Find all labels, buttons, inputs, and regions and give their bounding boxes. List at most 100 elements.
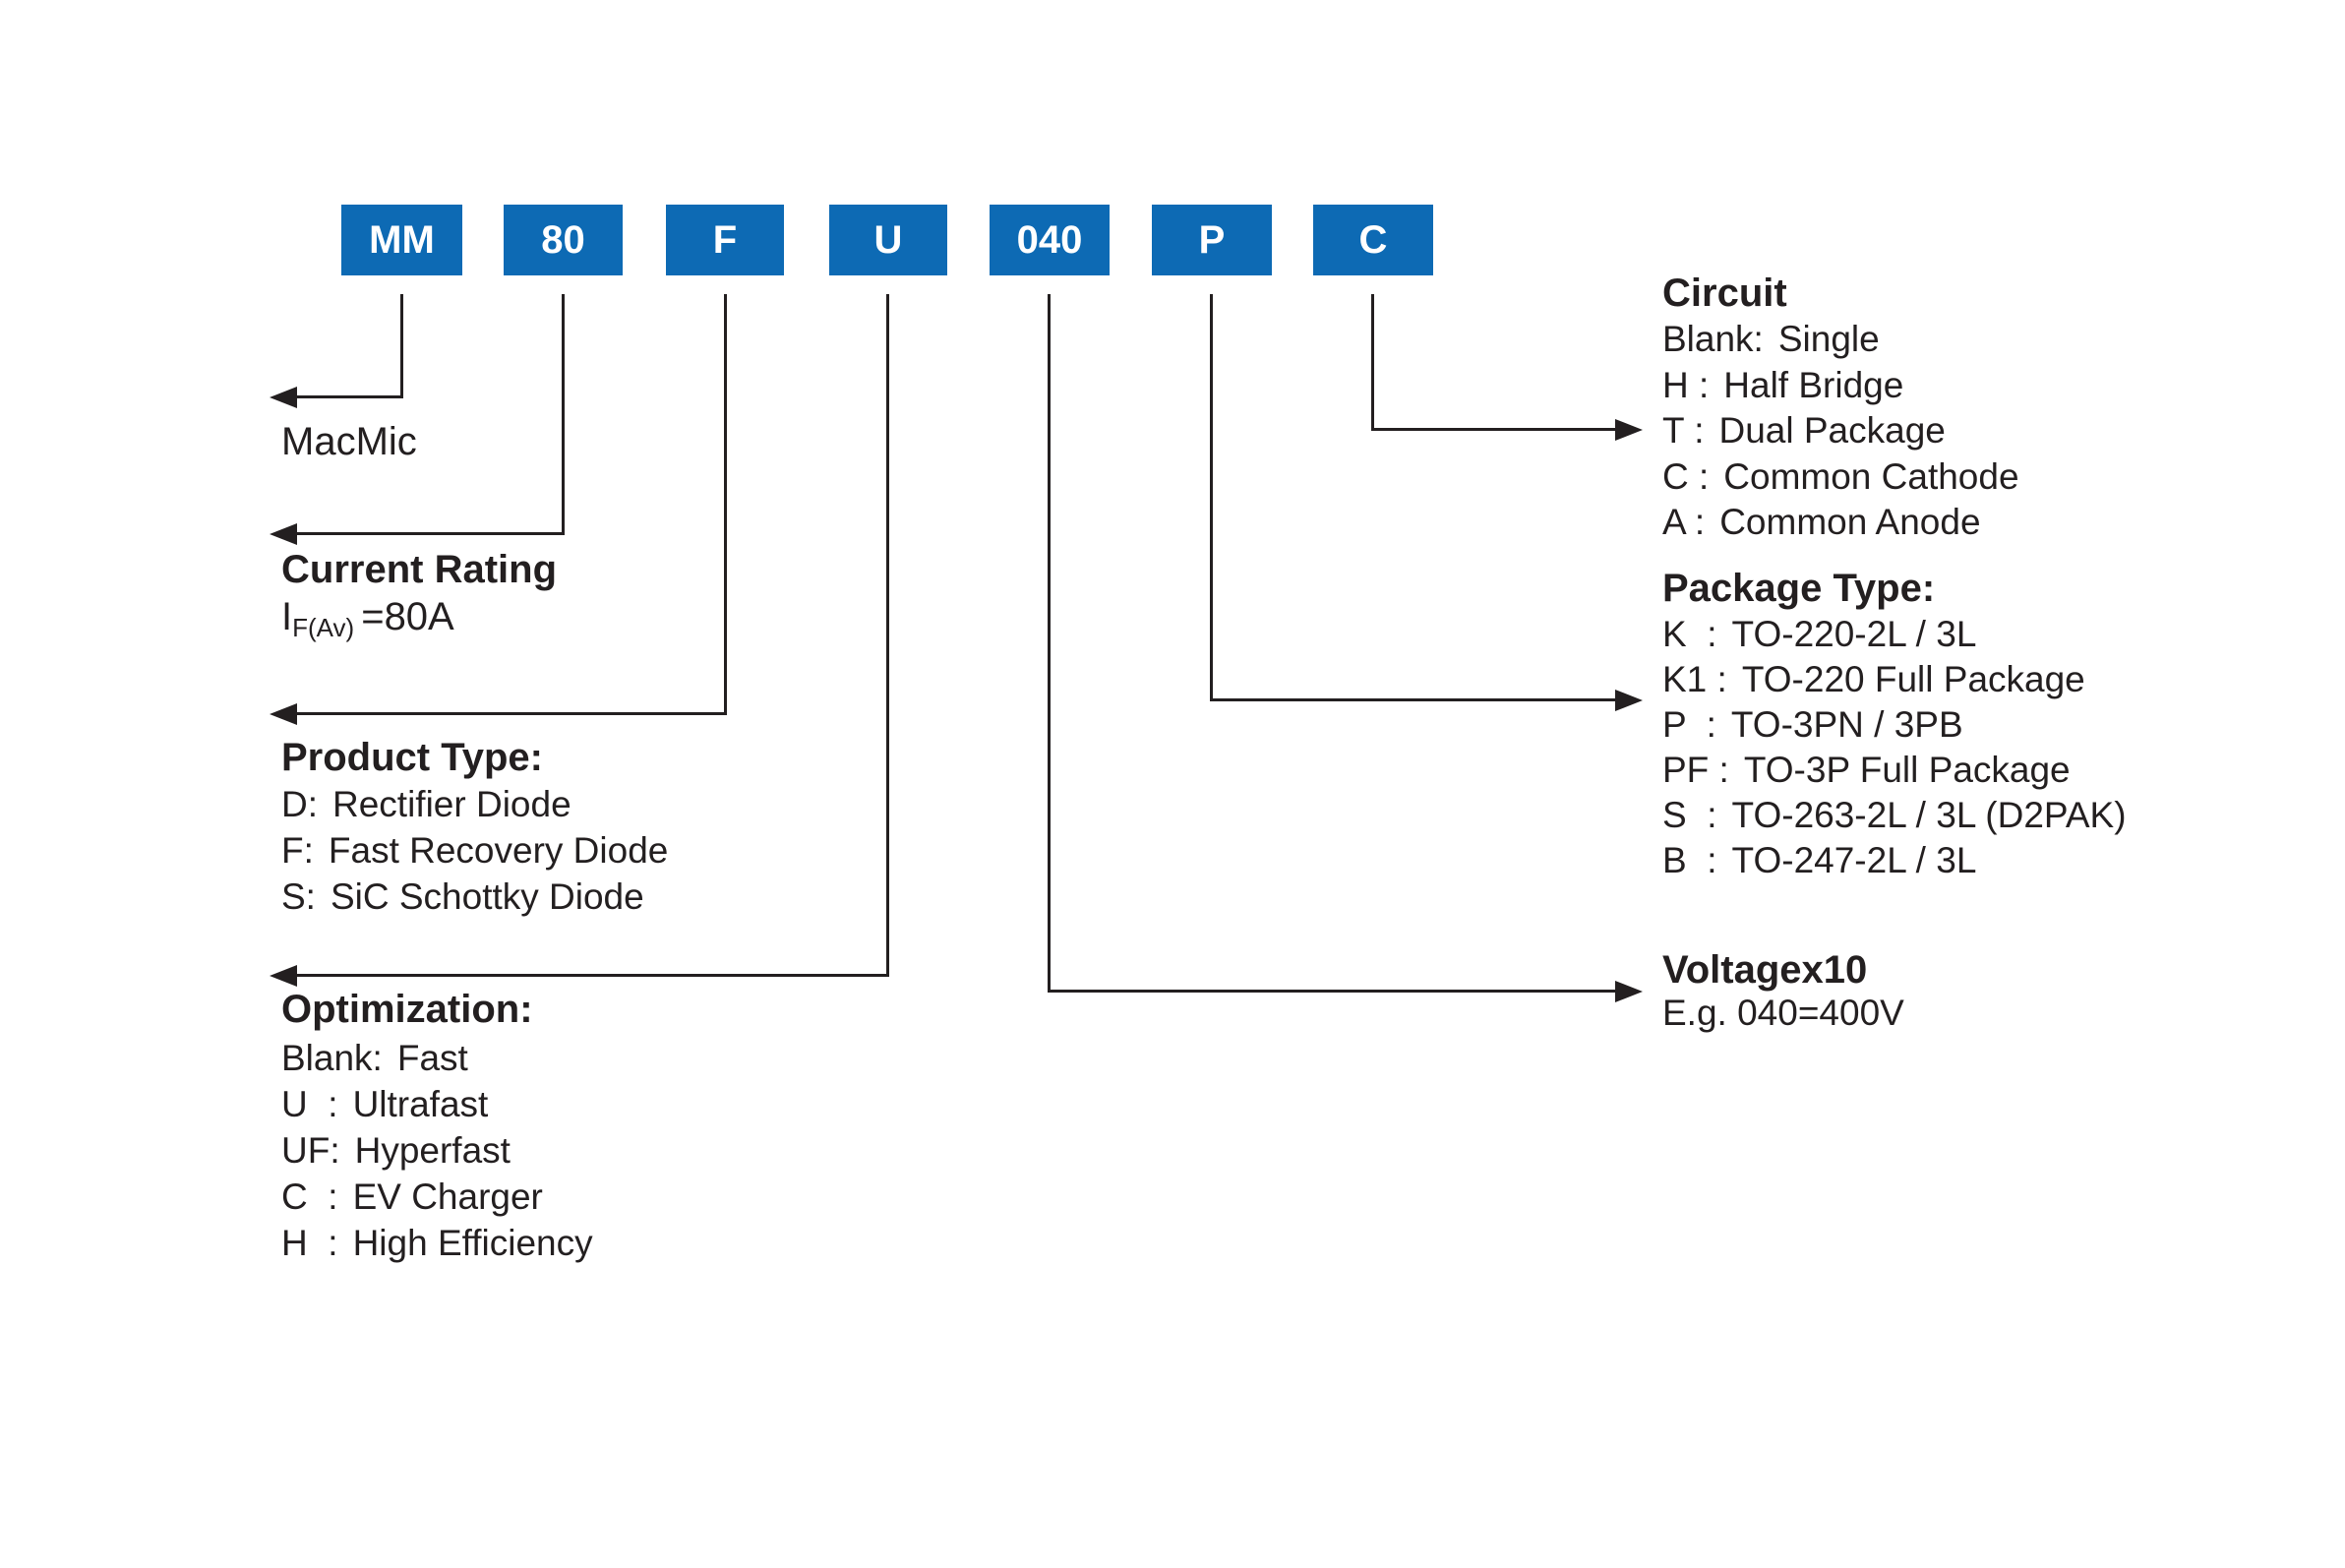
package-type-item: B : TO-247-2L / 3L	[1662, 838, 2127, 883]
item-value: Ultrafast	[352, 1084, 489, 1124]
connector-f-vertical	[724, 294, 727, 715]
item-key: K :	[1662, 614, 1717, 654]
section-current-rating: Current Rating IF(Av)=80A	[281, 547, 557, 652]
item-key: S:	[281, 876, 316, 917]
connector-80-vertical	[562, 294, 565, 535]
item-value: Single	[1777, 319, 1880, 359]
circuit-item: A : Common Anode	[1662, 500, 2019, 546]
product-type-item: F: Fast Recovery Diode	[281, 827, 668, 874]
optimization-item: U : Ultrafast	[281, 1081, 593, 1127]
arrowhead-left-mm-icon	[270, 387, 297, 408]
section-product-type: Product Type: D:Rectifier Diode F: Fast R…	[281, 735, 668, 920]
part-code-box-mm: MM	[341, 205, 462, 275]
optimization-item: Blank: Fast	[281, 1035, 593, 1081]
item-key: S :	[1662, 795, 1717, 835]
arrowhead-right-c-icon	[1615, 419, 1643, 441]
item-value: Common Cathode	[1723, 455, 2019, 497]
item-value: TO-220-2L / 3L	[1731, 614, 1977, 654]
optimization-title: Optimization:	[281, 988, 533, 1031]
item-key: T :	[1662, 410, 1705, 451]
circuit-item: T : Dual Package	[1662, 408, 2019, 454]
connector-p-vertical	[1210, 294, 1213, 701]
part-code-box-80: 80	[504, 205, 623, 275]
section-optimization: Optimization: Blank: Fast U : Ultrafast UF…	[281, 984, 593, 1266]
circuit-item: Blank: Single	[1662, 317, 2019, 363]
item-key: K1 :	[1662, 659, 1727, 699]
item-value: Hyperfast	[354, 1130, 511, 1171]
connector-p-horizontal	[1212, 698, 1617, 701]
arrowhead-right-040-icon	[1615, 981, 1643, 1002]
item-key: C :	[281, 1176, 338, 1217]
package-type-item: PF : TO-3P Full Package	[1662, 748, 2127, 793]
item-key: F:	[281, 830, 314, 871]
item-value: TO-220 Full Package	[1741, 659, 2085, 699]
item-value: Fast	[396, 1038, 468, 1078]
voltage-example: E.g. 040=400V	[1662, 993, 1904, 1033]
part-code-box-c: C	[1313, 205, 1433, 275]
connector-040-horizontal	[1050, 990, 1617, 993]
section-circuit: Circuit Blank: Single H :Half Bridge T : D…	[1662, 271, 2019, 546]
package-type-item: K : TO-220-2L / 3L	[1662, 612, 2127, 657]
optimization-item: C : EV Charger	[281, 1174, 593, 1220]
item-value: Rectifier Diode	[332, 784, 571, 824]
package-type-item: S : TO-263-2L / 3L (D2PAK)	[1662, 793, 2127, 838]
item-value: TO-263-2L / 3L (D2PAK)	[1731, 795, 2127, 835]
item-value: EV Charger	[352, 1176, 543, 1217]
circuit-item: C : Common Cathode	[1662, 454, 2019, 501]
formula-value: =80A	[361, 595, 454, 638]
optimization-item: UF: Hyperfast	[281, 1127, 593, 1174]
connector-f-horizontal	[295, 712, 727, 715]
item-key: A :	[1662, 502, 1706, 542]
item-key: H :	[281, 1223, 338, 1263]
item-value: Dual Package	[1718, 410, 1946, 451]
section-voltage: Voltagex10 E.g. 040=400V	[1662, 949, 1904, 1037]
item-key: U :	[281, 1084, 338, 1124]
part-code-box-p: P	[1152, 205, 1272, 275]
item-key: Blank:	[1662, 319, 1764, 359]
item-value: TO-3P Full Package	[1743, 750, 2071, 790]
formula-subscript: F(Av)	[292, 613, 355, 642]
package-type-item: K1 : TO-220 Full Package	[1662, 657, 2127, 702]
circuit-title: Circuit	[1662, 271, 1787, 315]
voltage-title: Voltagex10	[1662, 948, 1868, 992]
arrowhead-right-p-icon	[1615, 690, 1643, 711]
connector-u-horizontal	[295, 974, 889, 977]
part-code-box-f: F	[666, 205, 784, 275]
item-key: P :	[1662, 704, 1716, 745]
item-key: PF :	[1662, 750, 1729, 790]
connector-c-horizontal	[1373, 428, 1617, 431]
arrowhead-left-80-icon	[270, 523, 297, 545]
connector-u-vertical	[886, 294, 889, 977]
optimization-item: H :High Efficiency	[281, 1220, 593, 1266]
part-code-box-040: 040	[990, 205, 1110, 275]
package-type-title: Package Type:	[1662, 567, 1936, 610]
connector-mm-horizontal	[295, 395, 403, 398]
arrowhead-left-u-icon	[270, 965, 297, 987]
item-key: C :	[1662, 455, 1710, 497]
product-type-title: Product Type:	[281, 736, 543, 779]
part-code-box-u: U	[829, 205, 947, 275]
connector-c-vertical	[1371, 294, 1374, 431]
product-type-item: D:Rectifier Diode	[281, 781, 668, 827]
brand-label: MacMic	[281, 420, 417, 463]
connector-040-vertical	[1048, 294, 1051, 993]
current-rating-title: Current Rating	[281, 548, 557, 591]
item-value: SiC Schottky Diode	[330, 876, 644, 917]
item-value: Common Anode	[1719, 502, 1981, 542]
item-key: UF:	[281, 1130, 340, 1171]
item-value: Half Bridge	[1723, 364, 1904, 405]
connector-mm-vertical	[400, 294, 403, 398]
current-rating-formula: IF(Av)=80A	[281, 592, 557, 652]
item-key: B :	[1662, 840, 1717, 880]
item-value: Fast Recovery Diode	[328, 830, 669, 871]
item-value: TO-3PN / 3PB	[1730, 704, 1963, 745]
item-value: TO-247-2L / 3L	[1731, 840, 1977, 880]
product-type-item: S: SiC Schottky Diode	[281, 874, 668, 920]
item-key: Blank:	[281, 1038, 383, 1078]
connector-80-horizontal	[295, 532, 565, 535]
package-type-item: P : TO-3PN / 3PB	[1662, 702, 2127, 748]
arrowhead-left-f-icon	[270, 703, 297, 725]
circuit-item: H :Half Bridge	[1662, 363, 2019, 409]
section-package-type: Package Type: K : TO-220-2L / 3L K1 : TO-2…	[1662, 566, 2127, 883]
